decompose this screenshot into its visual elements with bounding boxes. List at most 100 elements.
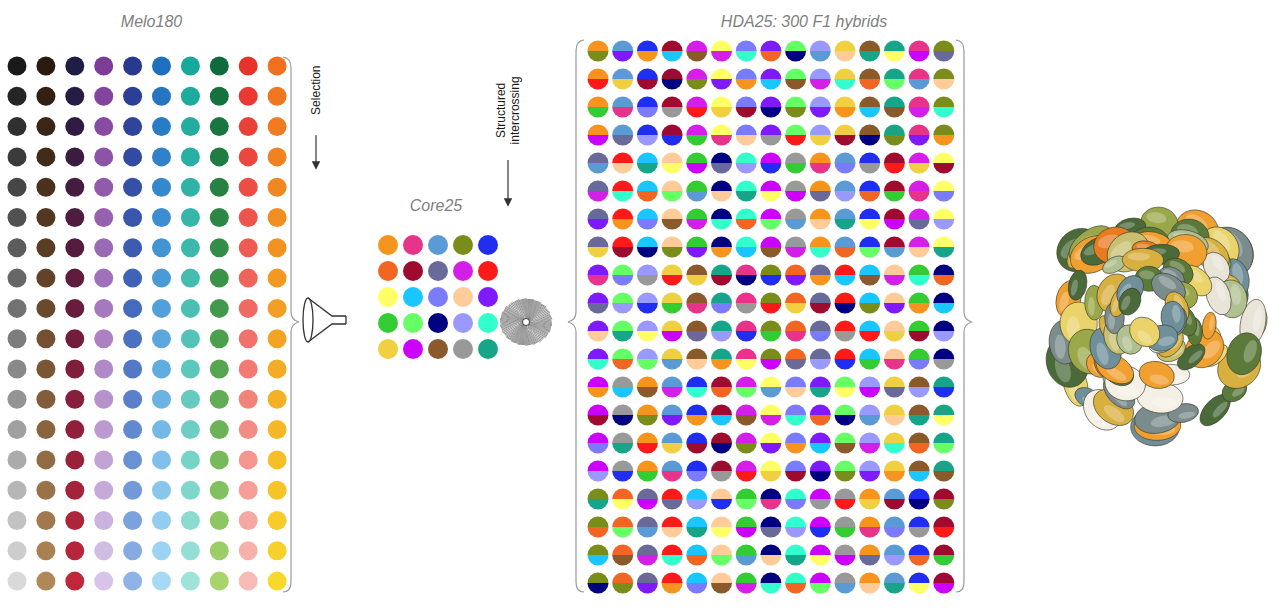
hybrid-dot	[933, 293, 954, 314]
hybrid-dot	[760, 69, 781, 90]
founder-dot	[478, 339, 498, 359]
accession-dot	[65, 117, 84, 136]
hybrid-dot	[810, 125, 831, 146]
hybrid-dot	[933, 181, 954, 202]
accession-dot	[210, 238, 229, 257]
hybrid-dot	[736, 237, 757, 258]
hybrid-dot	[835, 265, 856, 286]
accession-dot	[94, 117, 113, 136]
hybrid-dot	[884, 181, 905, 202]
accession-dot	[123, 57, 142, 76]
accession-dot	[36, 481, 55, 500]
accession-dot	[268, 208, 287, 227]
hybrid-dot	[933, 237, 954, 258]
panel-title: Core25	[372, 196, 500, 215]
hybrid-dot	[810, 321, 831, 342]
hybrid-dot	[686, 461, 707, 482]
hybrid-dot	[662, 321, 683, 342]
hybrid-dot	[760, 293, 781, 314]
hybrid-dot	[736, 405, 757, 426]
step-label: Selection	[309, 45, 323, 135]
founder-dot	[378, 261, 398, 281]
hybrid-dot	[859, 181, 880, 202]
hybrid-dot	[686, 97, 707, 118]
accession-dot	[181, 57, 200, 76]
hybrid-dot	[662, 405, 683, 426]
hybrid-dot	[835, 545, 856, 566]
accession-dot	[268, 87, 287, 106]
hybrid-dot	[835, 41, 856, 62]
hybrid-dot	[810, 41, 831, 62]
hybrid-dot	[588, 433, 609, 454]
accession-dot	[268, 390, 287, 409]
accession-dot	[123, 481, 142, 500]
hybrid-dot	[588, 517, 609, 538]
hybrid-dot	[662, 573, 683, 594]
accession-dot	[239, 269, 258, 288]
hybrid-dot	[933, 405, 954, 426]
accession-dot	[123, 147, 142, 166]
accession-dot	[268, 329, 287, 348]
hybrid-dot	[760, 97, 781, 118]
founder-dot	[403, 287, 423, 307]
accession-dot	[210, 147, 229, 166]
accession-dot	[239, 208, 258, 227]
hybrid-dot	[909, 181, 930, 202]
founder-dot	[378, 235, 398, 255]
hybrid-dot	[588, 489, 609, 510]
accession-dot	[152, 541, 171, 560]
hybrid-dot	[736, 97, 757, 118]
hybrid-dot	[933, 517, 954, 538]
hybrid-dot	[686, 209, 707, 230]
hybrid-dot	[711, 237, 732, 258]
hybrid-dot	[612, 69, 633, 90]
hybrid-dot	[810, 181, 831, 202]
hybrid-dot	[810, 573, 831, 594]
founder-dot	[378, 313, 398, 333]
accession-dot	[8, 269, 27, 288]
hybrid-dot	[711, 321, 732, 342]
founder-dot	[378, 339, 398, 359]
hybrid-dot	[859, 573, 880, 594]
accession-dot	[36, 117, 55, 136]
hybrid-dot	[612, 489, 633, 510]
hybrid-dot	[588, 405, 609, 426]
accession-dot	[268, 269, 287, 288]
hybrid-dot	[686, 321, 707, 342]
hybrid-dot	[637, 321, 658, 342]
hybrid-dot	[859, 405, 880, 426]
hybrid-dot	[637, 433, 658, 454]
accession-dot	[239, 117, 258, 136]
hybrid-dot	[760, 181, 781, 202]
accession-dot	[210, 117, 229, 136]
hybrid-dot	[711, 405, 732, 426]
accession-dot	[239, 420, 258, 439]
hybrid-dot	[711, 377, 732, 398]
accession-dot	[8, 450, 27, 469]
hybrid-dot	[859, 461, 880, 482]
hybrid-dot	[835, 153, 856, 174]
accession-dot	[239, 450, 258, 469]
hybrid-dot	[884, 41, 905, 62]
hybrid-dot	[810, 209, 831, 230]
accession-dot	[268, 450, 287, 469]
hybrid-dot	[711, 209, 732, 230]
hybrid-dot	[736, 125, 757, 146]
accession-dot	[152, 208, 171, 227]
hybrid-dot	[810, 377, 831, 398]
hybrid-dot	[909, 153, 930, 174]
hybrid-dot	[686, 41, 707, 62]
accession-dot	[65, 178, 84, 197]
hybrid-dot	[637, 461, 658, 482]
hybrid-dot	[686, 237, 707, 258]
hybrid-dot	[835, 405, 856, 426]
hybrid-dot	[785, 573, 806, 594]
accession-dot	[123, 117, 142, 136]
accession-dot	[210, 360, 229, 379]
hybrid-dot	[612, 461, 633, 482]
hybrid-dot	[785, 321, 806, 342]
hybrid-dot	[933, 461, 954, 482]
accession-dot	[210, 450, 229, 469]
accession-dot	[36, 87, 55, 106]
accession-dot	[181, 269, 200, 288]
